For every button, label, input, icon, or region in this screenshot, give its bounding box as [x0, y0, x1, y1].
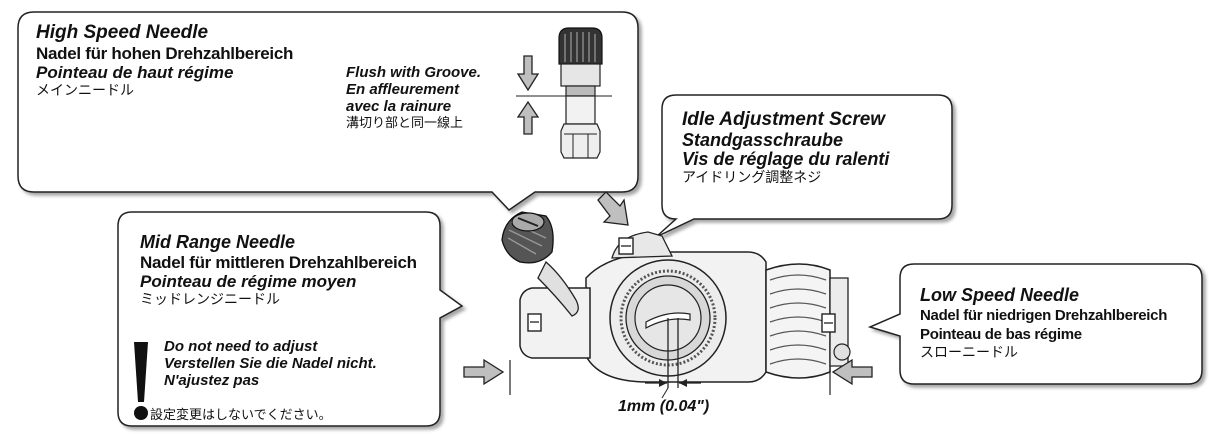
- gap-arrow-left-icon: [645, 379, 667, 387]
- gap-arrow-right-icon: [679, 379, 701, 387]
- low-speed-de: Nadel für niedrigen Drehzahlbereich: [920, 307, 1168, 324]
- label-idle-screw: Idle Adjustment Screw Standgasschraube V…: [682, 109, 889, 188]
- label-low-speed: Low Speed Needle Nadel für niedrigen Dre…: [920, 284, 1167, 363]
- idle-screw-arrow-icon: [597, 191, 629, 226]
- high-speed-de: Nadel für hohen Drehzahlbereich: [36, 44, 294, 63]
- low-speed-fr: Pointeau de bas régime: [920, 326, 1082, 343]
- flush-fr1: En affleurement: [346, 81, 460, 98]
- callout-low-speed: [867, 263, 1203, 385]
- label-warning: Do not need to adjust Verstellen Sie die…: [164, 338, 377, 389]
- callout-high-speed: [17, 11, 639, 211]
- high-speed-fr: Pointeau de haut régime: [36, 63, 234, 82]
- low-speed-en: Low Speed Needle: [920, 285, 1080, 305]
- idle-screw-fr: Vis de réglage du ralenti: [682, 149, 890, 169]
- mid-range-jp: ミッドレンジニードル: [140, 292, 280, 308]
- idle-screw-en: Idle Adjustment Screw: [682, 109, 886, 130]
- gap-dimension-label: 1mm (0.04"): [618, 398, 710, 415]
- high-speed-jp: メインニードル: [36, 83, 134, 99]
- warning-jp: 設定変更はしないでください。: [150, 408, 332, 423]
- label-high-speed: High Speed Needle Nadel für hohen Drehza…: [36, 22, 293, 101]
- idle-screw-jp: アイドリング調整ネジ: [682, 170, 822, 186]
- callout-idle-screw: [655, 94, 953, 238]
- flush-fr2: avec la rainure: [346, 98, 452, 115]
- label-flush: Flush with Groove. En affleurement avec …: [346, 64, 481, 132]
- mid-needle-arrow-icon: [463, 358, 505, 386]
- warning-jp-line: 設定変更はしないでください。: [150, 406, 332, 424]
- low-needle-arrow-icon: [831, 358, 873, 386]
- warning-fr: N'ajustez pas: [164, 372, 260, 389]
- carburetor-body: [501, 211, 851, 395]
- flush-en: Flush with Groove.: [346, 64, 482, 81]
- flush-arrow-down-icon: [516, 55, 540, 92]
- mid-range-fr: Pointeau de régime moyen: [140, 272, 357, 291]
- needle-detail-illustration: [546, 27, 612, 159]
- high-speed-en: High Speed Needle: [36, 22, 209, 43]
- callout-mid-range: [117, 211, 464, 427]
- warning-exclamation-icon: [134, 342, 148, 420]
- mid-range-en: Mid Range Needle: [140, 232, 296, 252]
- warning-de: Verstellen Sie die Nadel nicht.: [164, 355, 377, 372]
- flush-arrow-up-icon: [516, 100, 540, 135]
- mid-range-de: Nadel für mittleren Drehzahlbereich: [140, 253, 417, 272]
- label-mid-range: Mid Range Needle Nadel für mittleren Dre…: [140, 231, 417, 310]
- flush-jp: 溝切り部と同一線上: [346, 116, 464, 131]
- low-speed-jp: スローニードル: [920, 345, 1018, 361]
- warning-en: Do not need to adjust: [164, 338, 318, 355]
- idle-screw-de: Standgasschraube: [682, 130, 844, 150]
